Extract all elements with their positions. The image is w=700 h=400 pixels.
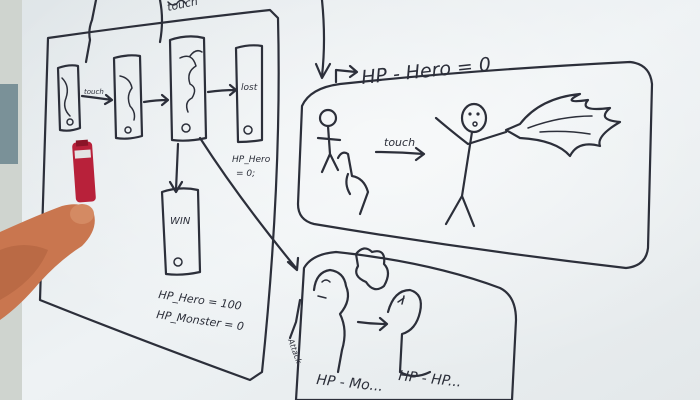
wall-dark-patch [0,84,18,164]
arrow-to-win [168,142,184,194]
hero-panel-border [296,60,654,270]
swipe-label: touch [84,88,104,96]
win-label: WIN [170,216,191,227]
top-scribble [167,0,187,6]
phone-screen-3 [168,35,208,142]
attack-panel-border [294,250,518,400]
phone-screen-1 [56,64,82,132]
arrow-to-attack-panel [198,136,300,272]
hero-tapped [316,108,342,174]
phone-screen-lost: lost [234,44,264,144]
touch-label: touch [384,136,415,149]
person-hand [0,204,95,320]
arrow-screen2-to-screen3 [142,93,170,107]
dragon-arrow [356,316,389,332]
phone-screen-2 [112,54,144,140]
wall-edge [0,0,22,400]
bottom-line-1: HP - Mo... [316,372,384,395]
dragon-flame [354,247,390,291]
top-connector-left [84,0,98,64]
dragon-right [386,288,432,378]
dragon-left [312,268,350,374]
arrow-down-right [314,62,332,80]
red-marker [72,139,96,203]
flow-panel-border [38,8,280,382]
bottom-line-2: HP - HP... [398,368,463,391]
fireball [504,92,622,158]
top-connector-mid [158,0,164,44]
hp-lost-line1: HP_Hero [232,155,271,165]
hp-arrow [334,64,359,84]
arrow-screen1-to-screen2 [80,93,114,106]
top-connector-right [320,0,326,78]
hero-firing [434,102,508,228]
finger-sketch [336,151,370,216]
touch-arrow [374,146,426,162]
attack-arrow [288,298,302,340]
phone-screen-win: WIN [160,187,202,276]
hp-lost-line2: = 0; [236,169,255,179]
lost-label: lost [241,83,258,93]
